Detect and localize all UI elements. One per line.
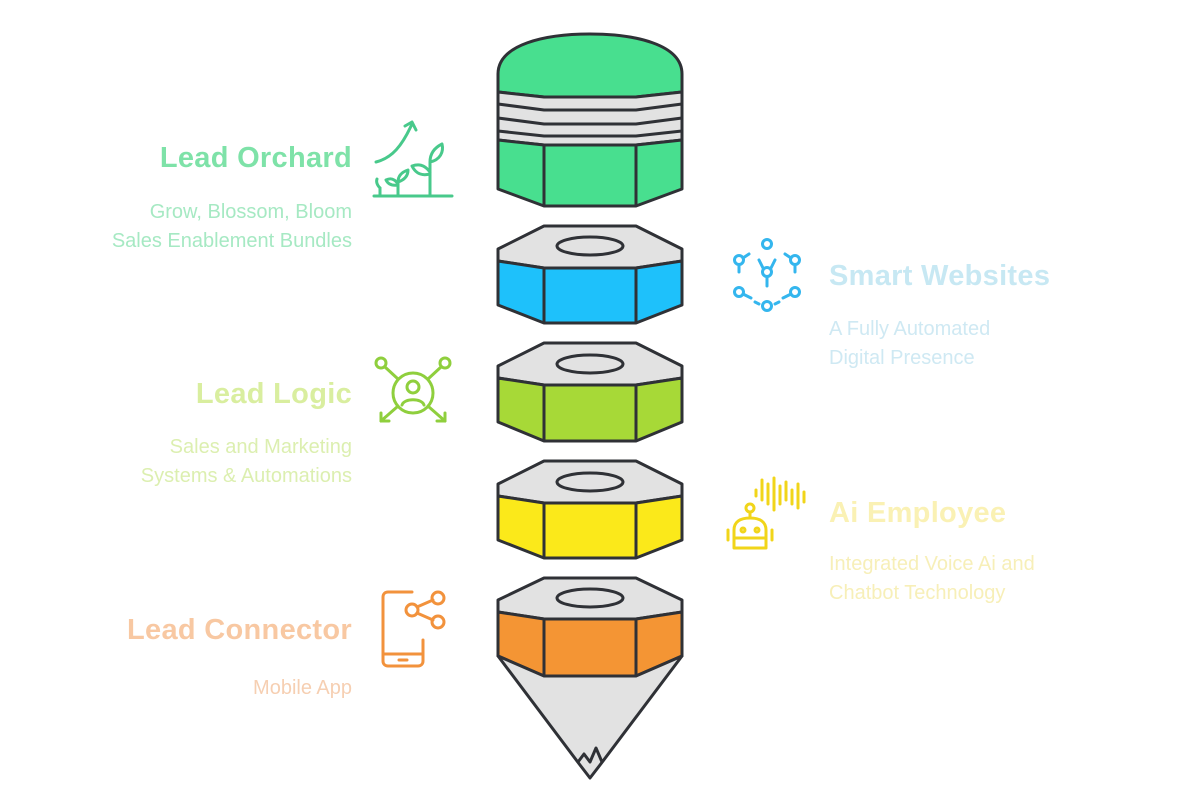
- ai-employee-line-1: Integrated Voice Ai and: [829, 553, 1035, 575]
- segment-smart-websites: [496, 224, 684, 325]
- lead-orchard-line-2: Sales Enablement Bundles: [111, 230, 352, 252]
- lead-logic-description: Sales and Marketing Systems & Automation…: [141, 433, 352, 491]
- lead-orchard-description: Grow, Blossom, Bloom Sales Enablement Bu…: [112, 198, 352, 256]
- lead-logic-line-1: Sales and Marketing: [169, 436, 352, 458]
- segment-ai-employee: [496, 459, 684, 560]
- plant-growth-icon: [372, 120, 454, 198]
- ai-voice-robot-icon: [726, 476, 806, 550]
- ai-employee-description: Integrated Voice Ai and Chatbot Technolo…: [829, 550, 1035, 608]
- lead-logic-title: Lead Logic: [195, 378, 352, 410]
- lead-orchard-title: Lead Orchard: [159, 142, 352, 174]
- smart-websites-line-2: Digital Presence: [829, 347, 975, 369]
- segment-lead-connector: [496, 576, 684, 678]
- network-nodes-icon: [733, 238, 801, 312]
- lead-connector-line-1: Mobile App: [253, 677, 352, 699]
- pencil-tip: [496, 654, 684, 780]
- smart-websites-description: A Fully Automated Digital Presence: [829, 315, 990, 373]
- mobile-share-icon: [381, 590, 446, 668]
- user-routing-icon: [374, 356, 452, 423]
- lead-orchard-line-1: Grow, Blossom, Bloom: [149, 201, 352, 223]
- smart-websites-line-1: A Fully Automated: [829, 318, 991, 340]
- segment-lead-logic: [496, 341, 684, 443]
- segment-lead-orchard: [496, 32, 684, 208]
- ai-employee-title: Ai Employee: [829, 497, 1007, 529]
- smart-websites-title: Smart Websites: [829, 260, 1051, 292]
- lead-logic-line-2: Systems & Automations: [140, 465, 352, 487]
- lead-connector-description: Mobile App: [253, 674, 352, 703]
- lead-connector-title: Lead Connector: [127, 614, 352, 646]
- ai-employee-line-2: Chatbot Technology: [829, 582, 1006, 604]
